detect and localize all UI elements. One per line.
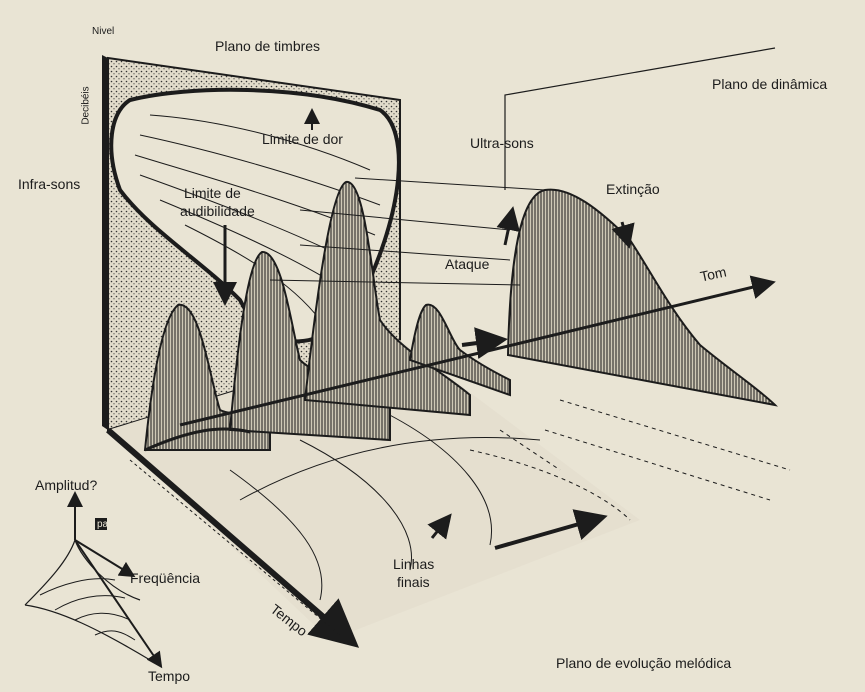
- plano-evolucao-label: Plano de evolução melódica: [556, 655, 731, 671]
- extincao-label: Extinção: [606, 181, 660, 197]
- plano-timbres-label: Plano de timbres: [215, 38, 320, 54]
- ataque-label: Ataque: [445, 256, 489, 272]
- plano-dinamica-label: Plano de dinâmica: [712, 76, 827, 92]
- pa-label: pa: [97, 519, 108, 530]
- nivel-label: Nivel: [92, 26, 114, 37]
- infra-sons-label: Infra-sons: [18, 176, 80, 192]
- tempo-small-label: Tempo: [148, 668, 190, 684]
- decibeis-label: Decibéis: [81, 86, 92, 124]
- frequencia-label: Freqüência: [130, 570, 200, 586]
- limite-audibilidade-label-1: Limite de: [184, 185, 241, 201]
- linhas-finais-label-2: finais: [397, 574, 430, 590]
- linhas-finais-label-1: Linhas: [393, 556, 434, 572]
- amplitude-label: Amplitud?: [35, 477, 97, 493]
- limite-audibilidade-label-2: audibilidade: [180, 203, 255, 219]
- ultra-sons-label: Ultra-sons: [470, 135, 534, 151]
- limite-dor-label: Limite de dor: [262, 131, 343, 147]
